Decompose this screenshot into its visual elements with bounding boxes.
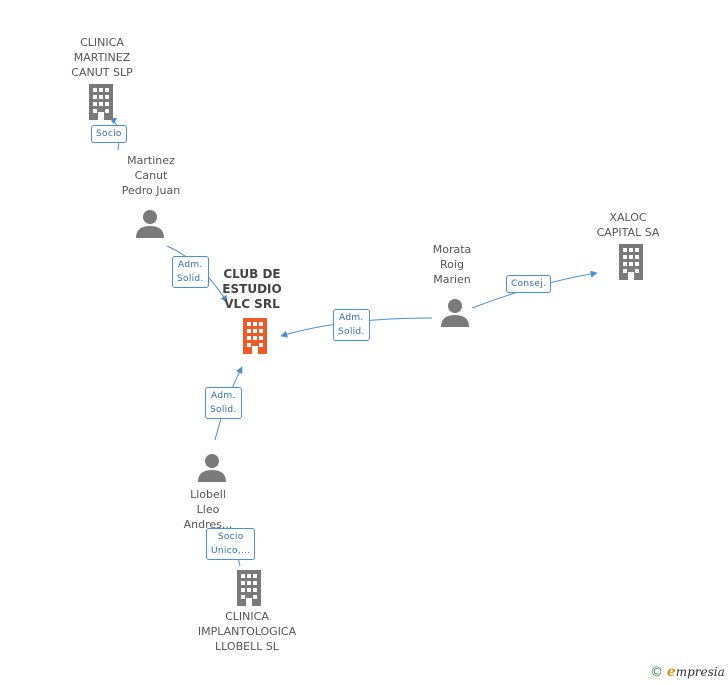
edge-label-line: Solid. xyxy=(210,405,237,415)
edge-label-socio-unico[interactable]: Socio Único,... xyxy=(206,528,256,560)
edge-label-socio[interactable]: Socio xyxy=(91,125,127,143)
node-label-line: CLINICA xyxy=(225,610,269,623)
node-label-line: ESTUDIO xyxy=(222,282,282,296)
node-label-line: Marien xyxy=(433,273,471,286)
node-label-xaloc-capital[interactable]: XALOC CAPITAL SA xyxy=(583,210,673,240)
edge-label-consej[interactable]: Consej. xyxy=(506,275,552,293)
node-label-line: CLUB DE xyxy=(223,267,281,281)
node-label-line: IMPLANTOLOGICA xyxy=(197,625,297,638)
node-label-line: Llobell xyxy=(190,488,226,501)
node-label-line: CANUT SLP xyxy=(71,66,133,79)
node-label-line: XALOC xyxy=(609,211,647,224)
copyright-symbol: © xyxy=(650,665,663,680)
person-icon[interactable] xyxy=(197,452,227,482)
node-label-line: Canut xyxy=(134,169,168,182)
edge-label-line: Adm. xyxy=(211,391,236,401)
node-label-llobell-lleo[interactable]: Llobell Lleo Andres... xyxy=(168,487,248,532)
building-icon[interactable] xyxy=(86,84,116,120)
edge-label-line: Socio xyxy=(96,129,122,139)
node-label-line: VLC SRL xyxy=(224,297,280,311)
building-icon[interactable] xyxy=(616,244,646,280)
node-label-line: MARTINEZ xyxy=(73,51,131,64)
edge-label-line: Solid. xyxy=(177,274,204,284)
node-label-line: CLINICA xyxy=(80,36,124,49)
node-label-line: Roig xyxy=(440,258,464,271)
edge-label-adm-llobell[interactable]: Adm. Solid. xyxy=(205,387,242,419)
node-label-morata-roig[interactable]: Morata Roig Marien xyxy=(412,242,492,287)
node-label-clinica-martinez[interactable]: CLINICA MARTINEZ CANUT SLP xyxy=(52,35,152,80)
node-label-line: Andres... xyxy=(183,518,233,531)
brand-logo: © empresia xyxy=(650,664,725,680)
edge-label-line: Socio xyxy=(217,532,244,542)
node-label-club-estudio[interactable]: CLUB DE ESTUDIO VLC SRL xyxy=(212,267,292,312)
brand-name: mpresia xyxy=(675,665,725,679)
node-label-line: LLOBELL SL xyxy=(215,640,279,653)
edge-label-adm-morata[interactable]: Adm. Solid. xyxy=(333,309,370,341)
building-icon[interactable] xyxy=(234,570,264,606)
node-label-line: CAPITAL SA xyxy=(596,226,660,239)
edge-label-adm-martinez[interactable]: Adm. Solid. xyxy=(172,256,209,288)
person-icon[interactable] xyxy=(135,208,165,238)
brand-initial: e xyxy=(666,664,676,680)
main-building-icon[interactable] xyxy=(240,318,270,354)
node-label-clinica-implantologica[interactable]: CLINICA IMPLANTOLOGICA LLOBELL SL xyxy=(187,609,307,654)
edge-label-line: Solid. xyxy=(338,327,365,337)
person-icon[interactable] xyxy=(440,297,470,327)
edge-label-line: Adm. xyxy=(178,260,203,270)
edge-label-line: Consej. xyxy=(511,279,547,289)
node-label-line: Martinez xyxy=(127,154,175,167)
edge-label-line: Único,... xyxy=(211,546,251,556)
node-label-line: Pedro Juan xyxy=(121,184,181,197)
node-label-martinez-canut[interactable]: Martinez Canut Pedro Juan xyxy=(106,153,196,198)
edge-label-line: Adm. xyxy=(339,313,364,323)
node-label-line: Lleo xyxy=(196,503,220,516)
node-label-line: Morata xyxy=(432,243,472,256)
